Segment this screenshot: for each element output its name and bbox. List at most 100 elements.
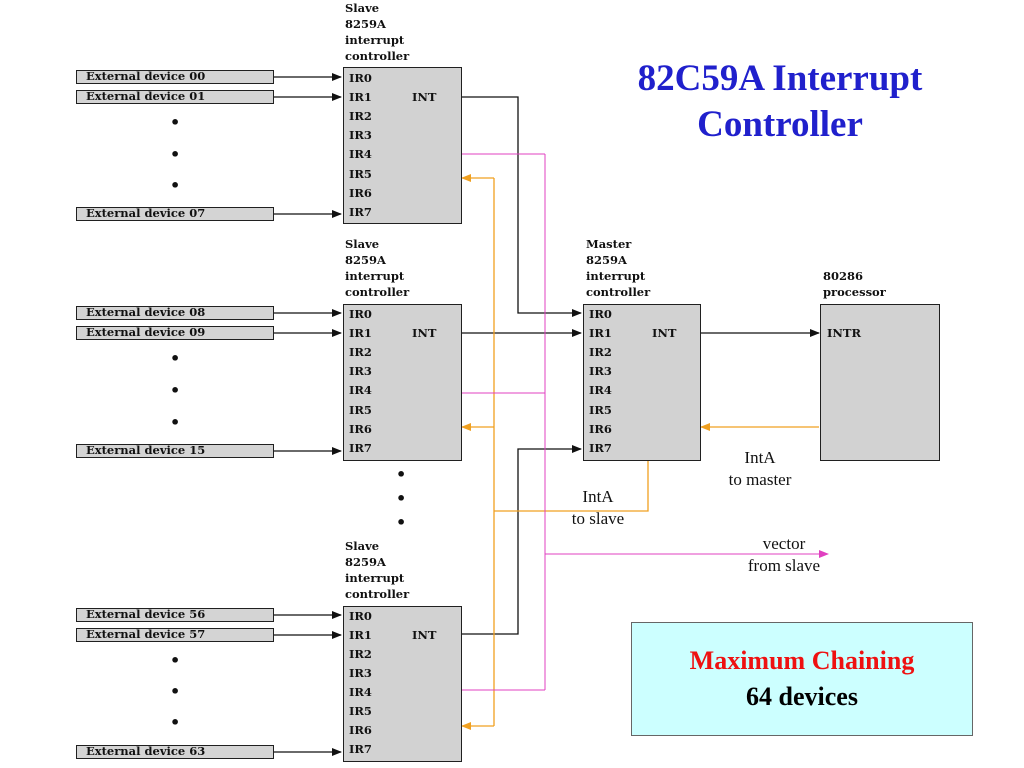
slave-2-label-line: controller: [345, 285, 410, 299]
note-line: to slave: [571, 509, 625, 528]
slave-1-label-line: Slave: [345, 1, 380, 15]
slave-2-label: Slave 8259A interrupt controller: [345, 236, 409, 300]
summary-box: Maximum Chaining 64 devices: [631, 622, 973, 736]
wire-slave1-int-to-master-ir0: [462, 96, 582, 317]
pin-int: INT: [412, 90, 437, 104]
pin-ir5: IR5: [349, 403, 372, 417]
pin-ir1: IR1: [349, 628, 372, 642]
pin-ir2: IR2: [349, 345, 372, 359]
pin-ir6: IR6: [349, 186, 372, 200]
master-controller: IR0 IR1 IR2 IR3 IR4 IR5 IR6 IR7 INT: [583, 304, 701, 461]
title-line-2: Controller: [697, 104, 863, 146]
slave-1-label-line: controller: [345, 49, 410, 63]
pin-ir5: IR5: [349, 167, 372, 181]
external-device-07: External device 07: [76, 207, 274, 221]
slave-3-label-line: interrupt: [345, 571, 405, 585]
pin-int: INT: [412, 326, 437, 340]
master-label-line: Master: [586, 237, 632, 251]
pin-ir6: IR6: [589, 422, 612, 436]
inta-to-master-note: IntA to master: [710, 447, 810, 491]
pin-ir3: IR3: [349, 364, 372, 378]
slave-controller-2: IR0 IR1 IR2 IR3 IR4 IR5 IR6 IR7 INT: [343, 304, 462, 461]
slave-1-label-line: interrupt: [345, 33, 405, 47]
pin-ir2: IR2: [589, 345, 612, 359]
pin-ir3: IR3: [589, 364, 612, 378]
pin-ir5: IR5: [589, 403, 612, 417]
ellipsis-dot: •: [170, 713, 181, 732]
pin-ir5: IR5: [349, 704, 372, 718]
slide-title: 82C59A Interrupt Controller: [560, 56, 1000, 149]
master-label: Master 8259A interrupt controller: [586, 236, 650, 300]
slave-2-label-line: interrupt: [345, 269, 405, 283]
external-device-09: External device 09: [76, 326, 274, 340]
processor-label: 80286 processor: [823, 268, 886, 300]
pin-int: INT: [652, 326, 677, 340]
slave-3-label-line: 8259A: [345, 555, 386, 569]
ellipsis-dot: •: [170, 413, 181, 432]
pin-ir4: IR4: [349, 383, 372, 397]
wire-slave3-int-to-master-ir7: [462, 445, 582, 635]
ellipsis-dot: •: [170, 349, 181, 368]
pin-ir4: IR4: [349, 685, 372, 699]
master-label-line: 8259A: [586, 253, 627, 267]
inta-to-slave-note: IntA to slave: [548, 486, 648, 530]
pin-ir0: IR0: [349, 71, 372, 85]
pin-ir6: IR6: [349, 723, 372, 737]
ellipsis-dot: •: [170, 113, 181, 132]
slave-1-label-line: 8259A: [345, 17, 386, 31]
ellipsis-dot: •: [170, 145, 181, 164]
external-device-57: External device 57: [76, 628, 274, 642]
ellipsis-dot: •: [170, 381, 181, 400]
pin-ir3: IR3: [349, 666, 372, 680]
pin-ir0: IR0: [589, 307, 612, 321]
slave-3-label: Slave 8259A interrupt controller: [345, 538, 409, 602]
slave-3-label-line: controller: [345, 587, 410, 601]
summary-count: 64 devices: [746, 682, 858, 711]
summary-heading: Maximum Chaining: [689, 646, 915, 675]
master-label-line: controller: [586, 285, 651, 299]
pin-intr: INTR: [827, 326, 862, 340]
pin-ir2: IR2: [349, 647, 372, 661]
pin-ir0: IR0: [349, 307, 372, 321]
slave-controller-1: IR0 IR1 IR2 IR3 IR4 IR5 IR6 IR7 INT: [343, 67, 462, 224]
master-label-line: interrupt: [586, 269, 646, 283]
slave-1-label: Slave 8259A interrupt controller: [345, 0, 409, 64]
pin-ir1: IR1: [349, 326, 372, 340]
processor-label-line: processor: [823, 285, 886, 299]
ellipsis-dot: •: [396, 489, 407, 508]
ellipsis-dot: •: [170, 176, 181, 195]
slave-2-label-line: 8259A: [345, 253, 386, 267]
pin-ir1: IR1: [349, 90, 372, 104]
pin-ir7: IR7: [589, 441, 612, 455]
note-line: vector: [762, 534, 806, 553]
pin-ir7: IR7: [349, 441, 372, 455]
external-device-08: External device 08: [76, 306, 274, 320]
pin-ir7: IR7: [349, 205, 372, 219]
external-device-00: External device 00: [76, 70, 274, 84]
external-device-56: External device 56: [76, 608, 274, 622]
ellipsis-dot: •: [170, 651, 181, 670]
title-line-1: 82C59A Interrupt: [637, 58, 923, 99]
processor-80286: INTR: [820, 304, 940, 461]
pin-ir1: IR1: [589, 326, 612, 340]
pin-ir3: IR3: [349, 128, 372, 142]
pin-ir0: IR0: [349, 609, 372, 623]
ellipsis-dot: •: [170, 682, 181, 701]
ellipsis-dot: •: [396, 513, 407, 532]
pin-ir7: IR7: [349, 742, 372, 756]
slave-3-label-line: Slave: [345, 539, 380, 553]
pin-ir6: IR6: [349, 422, 372, 436]
note-line: from slave: [747, 556, 821, 575]
vector-note: vector from slave: [718, 533, 850, 577]
processor-label-line: 80286: [823, 269, 864, 283]
note-line: IntA: [582, 487, 614, 506]
ellipsis-dot: •: [396, 465, 407, 484]
external-device-15: External device 15: [76, 444, 274, 458]
note-line: to master: [728, 470, 792, 489]
note-line: IntA: [744, 448, 776, 467]
slave-2-label-line: Slave: [345, 237, 380, 251]
external-device-63: External device 63: [76, 745, 274, 759]
external-device-01: External device 01: [76, 90, 274, 104]
